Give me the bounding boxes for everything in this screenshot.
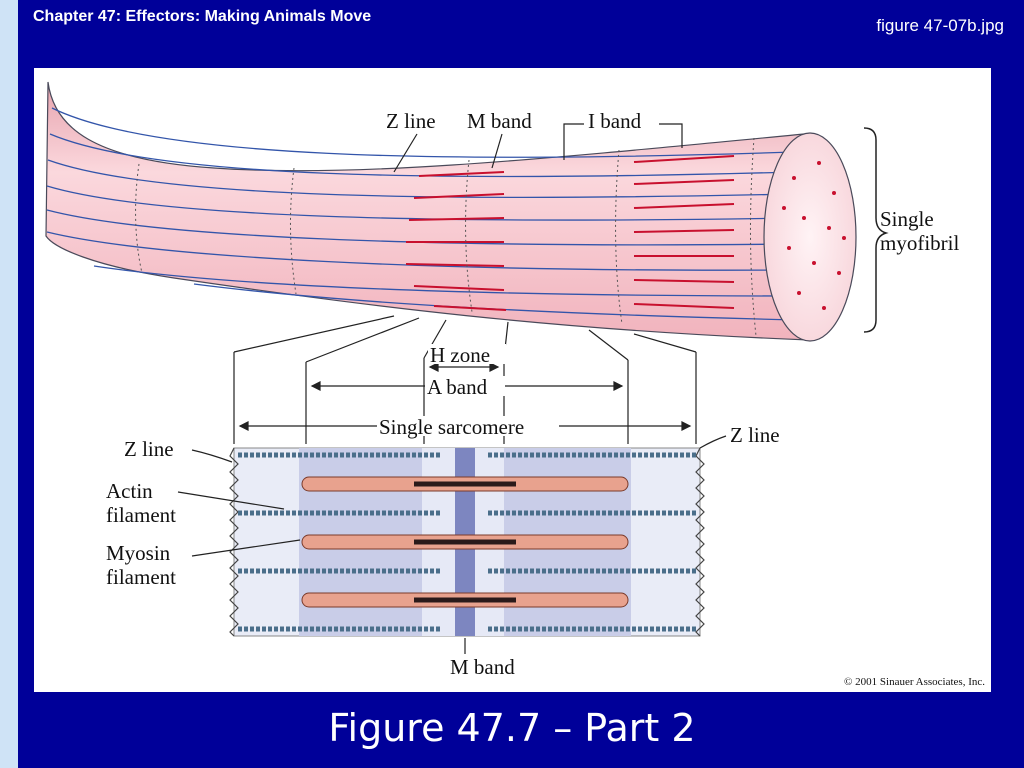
single-label: Single [880, 207, 934, 231]
myosin-filaments [301, 476, 629, 608]
z-line-label-right: Z line [730, 423, 780, 447]
actin-fibers-tube [46, 107, 801, 321]
z-line-label-left: Z line [124, 437, 174, 461]
sarcomere-label-leaders [177, 435, 727, 654]
left-accent-strip [0, 0, 18, 768]
myosin-label: Myosin [106, 541, 171, 565]
myofibril-tube [45, 81, 857, 342]
myosin-filament [301, 592, 629, 608]
single-sarcomere-label: Single sarcomere [379, 415, 524, 439]
top-label-leaders [393, 123, 683, 173]
myosin-filament [301, 476, 629, 492]
m-band-label-bottom: M band [450, 655, 515, 679]
z-line-left [229, 447, 239, 637]
slide-caption: Figure 47.7 – Part 2 [328, 706, 696, 750]
i-band-label: I band [588, 109, 642, 133]
z-line-right [695, 447, 705, 637]
myosin-fibers-tube [405, 155, 735, 311]
myofibril-cross-section [763, 132, 857, 342]
m-band-label-top: M band [467, 109, 532, 133]
actin-label: Actin [106, 479, 153, 503]
figure-panel: Z line M band I band Single myofibril [34, 68, 991, 692]
myofibril-label: myofibril [880, 231, 959, 255]
h-zone-label: H zone [430, 343, 490, 367]
cross-section-dots [782, 161, 846, 310]
actin-filaments [238, 452, 696, 632]
myosin-filament [301, 534, 629, 550]
copyright-notice: © 2001 Sinauer Associates, Inc. [844, 676, 985, 688]
myofibril-brace [863, 127, 889, 333]
myosin-filament-label: filament [106, 565, 176, 589]
muscle-diagram: Z line M band I band Single myofibril [45, 81, 959, 679]
z-line-label-top: Z line [386, 109, 436, 133]
sarcomere [229, 447, 705, 637]
chapter-title: Chapter 47: Effectors: Making Animals Mo… [33, 8, 372, 25]
z-lines-tube [135, 137, 757, 337]
file-name: figure 47-07b.jpg [876, 16, 1004, 35]
actin-filament-label: filament [106, 503, 176, 527]
a-band-label: A band [427, 375, 488, 399]
